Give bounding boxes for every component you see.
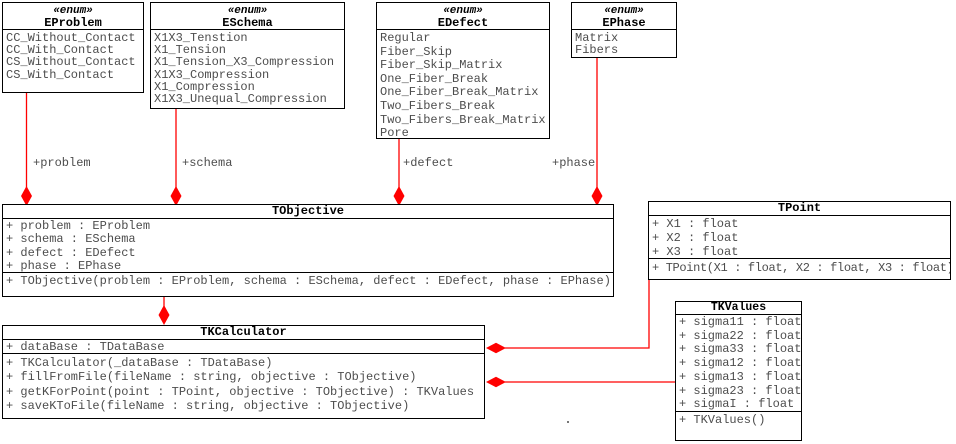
stereotype-label: «enum» [53, 5, 93, 17]
class-name: EDefect [437, 16, 489, 30]
attribute-row: + sigmaI : float [679, 397, 795, 411]
composition-diamond [393, 186, 405, 206]
enum-literals: X1X3_Tenstion X1_Tension X1_Tension_X3_C… [151, 30, 344, 105]
class-tkvalues[interactable]: TKValues + sigma11 : float + sigma22 : f… [675, 301, 802, 441]
class-name: EPhase [602, 16, 646, 30]
composition-diamond [158, 305, 170, 325]
attributes-compartment: + problem : EProblem + schema : ESchema … [3, 219, 613, 272]
stray-dot [567, 421, 569, 423]
class-ephase[interactable]: «enum» EPhase Matrix Fibers [571, 2, 677, 58]
enum-literal: X1_Tension [154, 43, 227, 58]
class-header: «enum» EDefect [377, 3, 549, 30]
method-row: + getKForPoint(point : TPoint, objective… [6, 384, 475, 399]
method-row: + TKCalculator(_dataBase : TDataBase) [6, 356, 273, 370]
class-name: TObjective [3, 205, 613, 219]
class-eproblem[interactable]: «enum» EProblem CC_Without_Contact CC_Wi… [2, 2, 144, 93]
class-tkcalculator[interactable]: TKCalculator + dataBase : TDataBase + TK… [2, 325, 485, 419]
enum-literal: X1_Tension_X3_Compression [154, 55, 335, 70]
class-edefect[interactable]: «enum» EDefect Regular Fiber_Skip Fiber_… [376, 2, 550, 141]
attribute-row: + X2 : float [652, 231, 739, 245]
method-row: + TPoint(X1 : float, X2 : float, X3 : fl… [652, 261, 950, 275]
association-label-problem: +problem [33, 156, 91, 170]
method-row: + TKValues() [679, 413, 766, 427]
attributes-compartment: + dataBase : TDataBase [3, 340, 484, 353]
enum-literal: One_Fiber_Break [380, 71, 489, 86]
class-name: TKValues [676, 302, 801, 315]
composition-link-phase[interactable] [591, 58, 603, 206]
stereotype-label: «enum» [443, 5, 483, 17]
composition-link-tobjective-tkcalculator[interactable] [158, 297, 170, 325]
enum-literal: CC_With_Contact [6, 43, 115, 58]
methods-compartment: + TObjective(problem : EProblem, schema … [3, 272, 613, 288]
attribute-row: + problem : EProblem [6, 219, 151, 233]
attribute-row: + phase : EPhase [6, 258, 122, 272]
enum-literal: CS_With_Contact [6, 67, 115, 82]
class-name: ESchema [222, 16, 273, 30]
enum-literal: X1X3_Compression [154, 67, 270, 82]
methods-compartment: + TKCalculator(_dataBase : TDataBase) + … [3, 353, 484, 413]
attribute-row: + defect : EDefect [6, 245, 136, 260]
method-row: + saveKToFile(fileName : string, objecti… [6, 398, 410, 413]
method-row: + TObjective(problem : EProblem, schema … [6, 274, 611, 288]
enum-literal: CS_Without_Contact [6, 55, 136, 70]
composition-diamond [486, 342, 506, 354]
enum-literal: Two_Fibers_Break_Matrix [380, 112, 546, 127]
method-row: + fillFromFile(fileName : string, object… [6, 370, 417, 385]
composition-link-tkvalues-tkcalculator[interactable] [486, 376, 675, 388]
attribute-row: + sigma23 : float [679, 383, 801, 398]
class-name: TKCalculator [3, 326, 484, 340]
association-label-defect: +defect [403, 156, 454, 170]
attribute-row: + sigma11 : float [679, 315, 801, 329]
association-label-schema: +schema [182, 156, 233, 170]
attribute-row: + sigma22 : float [679, 328, 801, 343]
composition-diamond [591, 186, 603, 206]
enum-literal: Fibers [575, 43, 619, 58]
class-eschema[interactable]: «enum» ESchema X1X3_Tenstion X1_Tension … [150, 2, 345, 109]
enum-literal: X1X3_Unequal_Compression [154, 92, 327, 107]
stereotype-label: «enum» [227, 5, 268, 17]
methods-compartment: + TPoint(X1 : float, X2 : float, X3 : fl… [649, 258, 950, 275]
association-label-phase: +phase [552, 156, 596, 170]
enum-literal: Fiber_Skip_Matrix [380, 58, 503, 73]
enum-literals: CC_Without_Contact CC_With_Contact CS_Wi… [3, 30, 143, 81]
composition-diamond [21, 186, 32, 206]
class-header: «enum» EPhase [572, 3, 676, 30]
attribute-row: + sigma12 : float [679, 356, 801, 371]
enum-literal: Pore [380, 126, 409, 141]
enum-literal: Two_Fibers_Break [380, 98, 496, 113]
enum-literal: One_Fiber_Break_Matrix [380, 85, 539, 100]
enum-literal: Fiber_Skip [380, 44, 453, 59]
attributes-compartment: + sigma11 : float + sigma22 : float + si… [676, 315, 801, 411]
enum-literal: X1_Compression [154, 79, 255, 94]
attribute-row: + schema : ESchema [6, 232, 136, 247]
enum-literals: Regular Fiber_Skip Fiber_Skip_Matrix One… [377, 30, 549, 141]
composition-diamond [486, 376, 506, 388]
class-header: «enum» ESchema [151, 3, 344, 30]
attributes-compartment: + X1 : float + X2 : float + X3 : float [649, 216, 950, 258]
class-header: «enum» EProblem [3, 3, 143, 30]
composition-link-defect[interactable] [393, 139, 405, 206]
composition-diamond [170, 186, 182, 206]
methods-compartment: + TKValues() [676, 411, 801, 428]
attribute-row: + X1 : float [652, 217, 739, 231]
enum-literal: CC_Without_Contact [6, 31, 136, 45]
enum-literal: X1X3_Tenstion [154, 31, 248, 45]
attribute-row: + sigma33 : float [679, 342, 801, 357]
stereotype-label: «enum» [604, 5, 644, 17]
enum-literal: Matrix [575, 31, 619, 45]
enum-literal: Regular [380, 31, 431, 45]
attribute-row: + sigma13 : float [679, 369, 801, 384]
composition-link-problem[interactable] [21, 93, 32, 206]
class-tpoint[interactable]: TPoint + X1 : float + X2 : float + X3 : … [648, 201, 951, 280]
class-name: TPoint [649, 202, 950, 216]
attribute-row: + dataBase : TDataBase [6, 340, 165, 353]
composition-link-schema[interactable] [170, 109, 182, 206]
enum-literals: Matrix Fibers [572, 30, 676, 58]
attribute-row: + X3 : float [652, 245, 739, 258]
class-tobjective[interactable]: TObjective + problem : EProblem + schema… [2, 204, 614, 297]
class-name: EProblem [44, 16, 102, 30]
